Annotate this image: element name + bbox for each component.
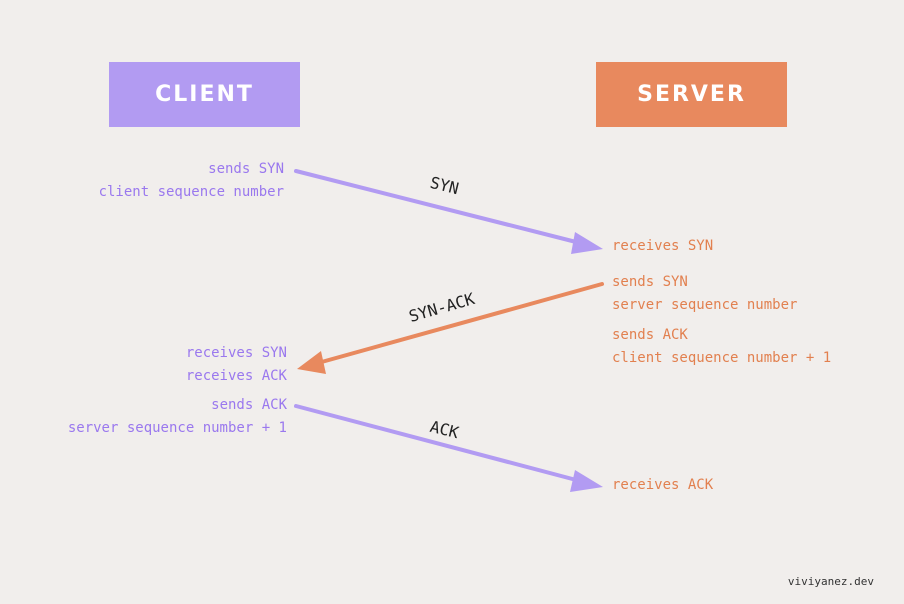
server-step1-line1: receives SYN bbox=[612, 238, 714, 254]
server-step3-line1: receives ACK bbox=[612, 477, 714, 493]
server-step2b-line1: sends ACK bbox=[612, 327, 688, 343]
server-step2b-line2: client sequence number + 1 bbox=[612, 350, 832, 366]
server-step2a-line2: server sequence number bbox=[612, 297, 798, 313]
syn-arrow bbox=[294, 169, 603, 254]
client-step2-line1: receives SYN bbox=[185, 345, 287, 361]
server-step2a-line1: sends SYN bbox=[612, 274, 688, 290]
server-header: SERVER bbox=[596, 62, 787, 127]
server-step3-note: receives ACK bbox=[612, 474, 713, 497]
client-step1-line2: client sequence number bbox=[98, 184, 284, 200]
server-step2b-note: sends ACK client sequence number + 1 bbox=[612, 324, 831, 370]
server-step1-note: receives SYN bbox=[612, 235, 713, 258]
client-step1-note: sends SYN client sequence number bbox=[99, 158, 284, 204]
client-header: CLIENT bbox=[109, 62, 300, 127]
syn-ack-arrow bbox=[297, 282, 604, 374]
client-header-label: CLIENT bbox=[155, 82, 254, 107]
server-step2a-note: sends SYN server sequence number bbox=[612, 271, 797, 317]
watermark: viviyanez.dev bbox=[787, 575, 874, 588]
client-step3-line2: server sequence number + 1 bbox=[67, 420, 287, 436]
client-step1-line1: sends SYN bbox=[208, 161, 284, 177]
ack-arrow bbox=[294, 404, 603, 492]
client-step3-line1: sends ACK bbox=[211, 397, 287, 413]
client-step2-note: receives SYN receives ACK bbox=[186, 342, 287, 388]
client-step2-line2: receives ACK bbox=[185, 368, 287, 384]
client-step3-note: sends ACK server sequence number + 1 bbox=[68, 394, 287, 440]
server-header-label: SERVER bbox=[637, 82, 746, 107]
